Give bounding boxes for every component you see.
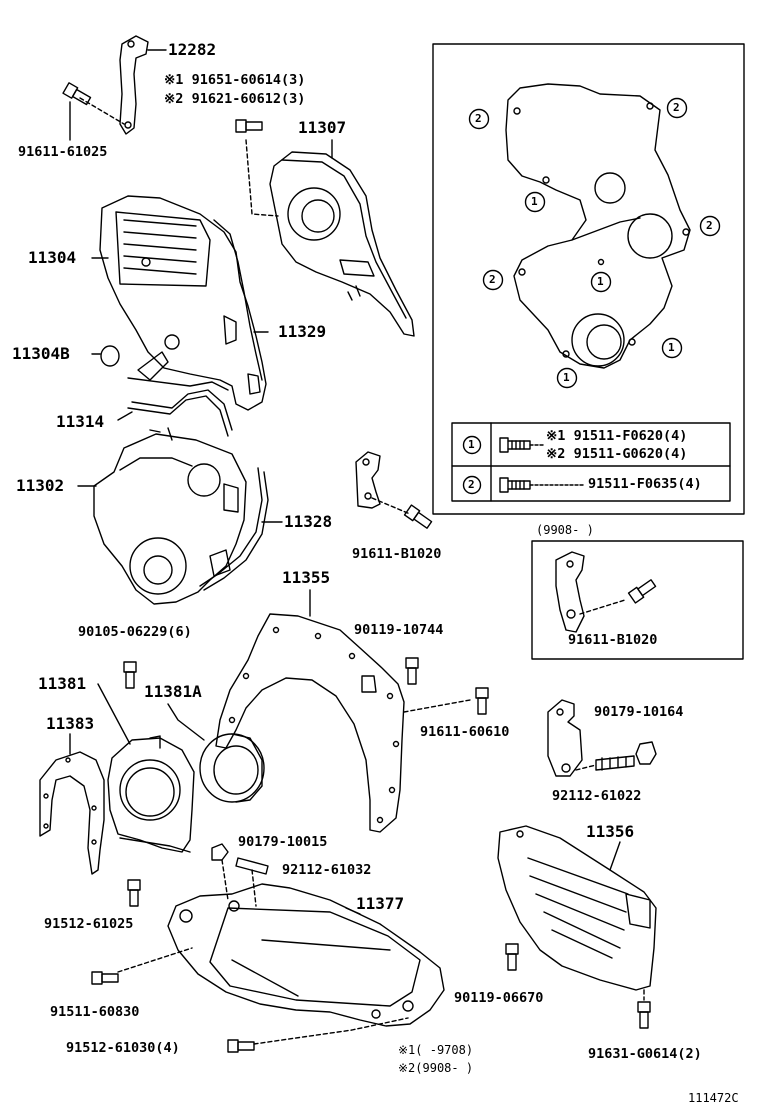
part-11328-gasket bbox=[203, 471, 269, 591]
bracket-91611-b1020 bbox=[355, 451, 381, 509]
bolt-icon bbox=[627, 579, 657, 604]
part-label-90179-10015[interactable]: 90179-10015 bbox=[238, 834, 328, 850]
part-12282-hook bbox=[119, 35, 149, 135]
sub-box-part-label[interactable]: 91611-B1020 bbox=[568, 632, 658, 648]
part-11381a-seal bbox=[199, 733, 265, 803]
part-label-90119-10744[interactable]: 90119-10744 bbox=[354, 622, 444, 638]
part-11356-shield bbox=[497, 825, 657, 991]
part-label-11355[interactable]: 11355 bbox=[282, 568, 331, 587]
bolt-icon bbox=[405, 657, 419, 685]
part-11302-cover bbox=[93, 433, 247, 605]
bolt-icon bbox=[475, 687, 489, 715]
part-label-11307[interactable]: 11307 bbox=[298, 118, 347, 137]
part-label-91512-61025[interactable]: 91512-61025 bbox=[44, 916, 134, 932]
part-label-11381[interactable]: 11381 bbox=[38, 674, 87, 693]
part-label-91512-61030[interactable]: 91512-61030(4) bbox=[66, 1040, 180, 1056]
bolt-icon bbox=[499, 477, 531, 493]
part-label-91611-b1020[interactable]: 91611-B1020 bbox=[352, 546, 442, 562]
part-11314-gasket bbox=[127, 395, 229, 437]
part-label-92112-61032[interactable]: 92112-61032 bbox=[282, 862, 372, 878]
bolt-icon bbox=[227, 1039, 255, 1053]
inset-table bbox=[451, 422, 731, 502]
part-label-12282[interactable]: 12282 bbox=[168, 40, 217, 59]
bolt-icon bbox=[637, 1001, 651, 1029]
part-label-91611-61025[interactable]: 91611-61025 bbox=[18, 144, 108, 160]
bolt-icon bbox=[62, 82, 92, 106]
part-11377-cover bbox=[167, 883, 445, 1027]
part-11307-plate bbox=[269, 151, 415, 337]
inset-table-part-1a[interactable]: ※1 91511-F0620(4) bbox=[546, 428, 688, 444]
inset-callouts bbox=[468, 97, 721, 389]
part-label-90179-10164[interactable]: 90179-10164 bbox=[594, 704, 684, 720]
bolt-icon bbox=[127, 879, 141, 907]
part-label-11314[interactable]: 11314 bbox=[56, 412, 105, 431]
bolt-icon bbox=[499, 437, 531, 453]
part-11304-cover bbox=[99, 195, 267, 411]
part-label-91611-60610[interactable]: 91611-60610 bbox=[420, 724, 510, 740]
bolt-icon bbox=[123, 661, 137, 689]
part-11355-plate bbox=[215, 613, 405, 833]
bolt-icon bbox=[91, 971, 119, 985]
part-11381-retainer bbox=[107, 737, 195, 853]
sub-bracket bbox=[555, 551, 585, 633]
part-label-92112-61022[interactable]: 92112-61022 bbox=[552, 788, 642, 804]
bolt-icon bbox=[235, 119, 263, 133]
part-label-91631-g0614[interactable]: 91631-G0614(2) bbox=[588, 1046, 702, 1062]
inset-frame bbox=[432, 43, 745, 515]
part-label-90105[interactable]: 90105-06229(6) bbox=[78, 624, 192, 640]
part-label-11329[interactable]: 11329 bbox=[278, 322, 327, 341]
part-11304b-plug bbox=[100, 345, 120, 367]
inset-table-part-2[interactable]: 91511-F0635(4) bbox=[588, 476, 702, 492]
part-label-11377[interactable]: 11377 bbox=[356, 894, 405, 913]
part-label-11304[interactable]: 11304 bbox=[28, 248, 77, 267]
sub-frame bbox=[531, 540, 744, 660]
part-label-90119-06670[interactable]: 90119-06670 bbox=[454, 990, 544, 1006]
part-label-11383[interactable]: 11383 bbox=[46, 714, 95, 733]
bracket-92112 bbox=[547, 699, 583, 777]
part-label-11304b[interactable]: 11304B bbox=[12, 344, 70, 363]
part-label-11328[interactable]: 11328 bbox=[284, 512, 333, 531]
inset-table-part-1b[interactable]: ※2 91511-G0620(4) bbox=[546, 446, 688, 462]
part-11383-gasket bbox=[39, 751, 105, 875]
part-label-11302[interactable]: 11302 bbox=[16, 476, 65, 495]
bolt-icon bbox=[403, 504, 433, 529]
part-label-91511-60830[interactable]: 91511-60830 bbox=[50, 1004, 140, 1020]
part-label-11356[interactable]: 11356 bbox=[586, 822, 635, 841]
bolt-icon bbox=[505, 943, 519, 971]
part-label-11381a[interactable]: 11381A bbox=[144, 682, 202, 701]
